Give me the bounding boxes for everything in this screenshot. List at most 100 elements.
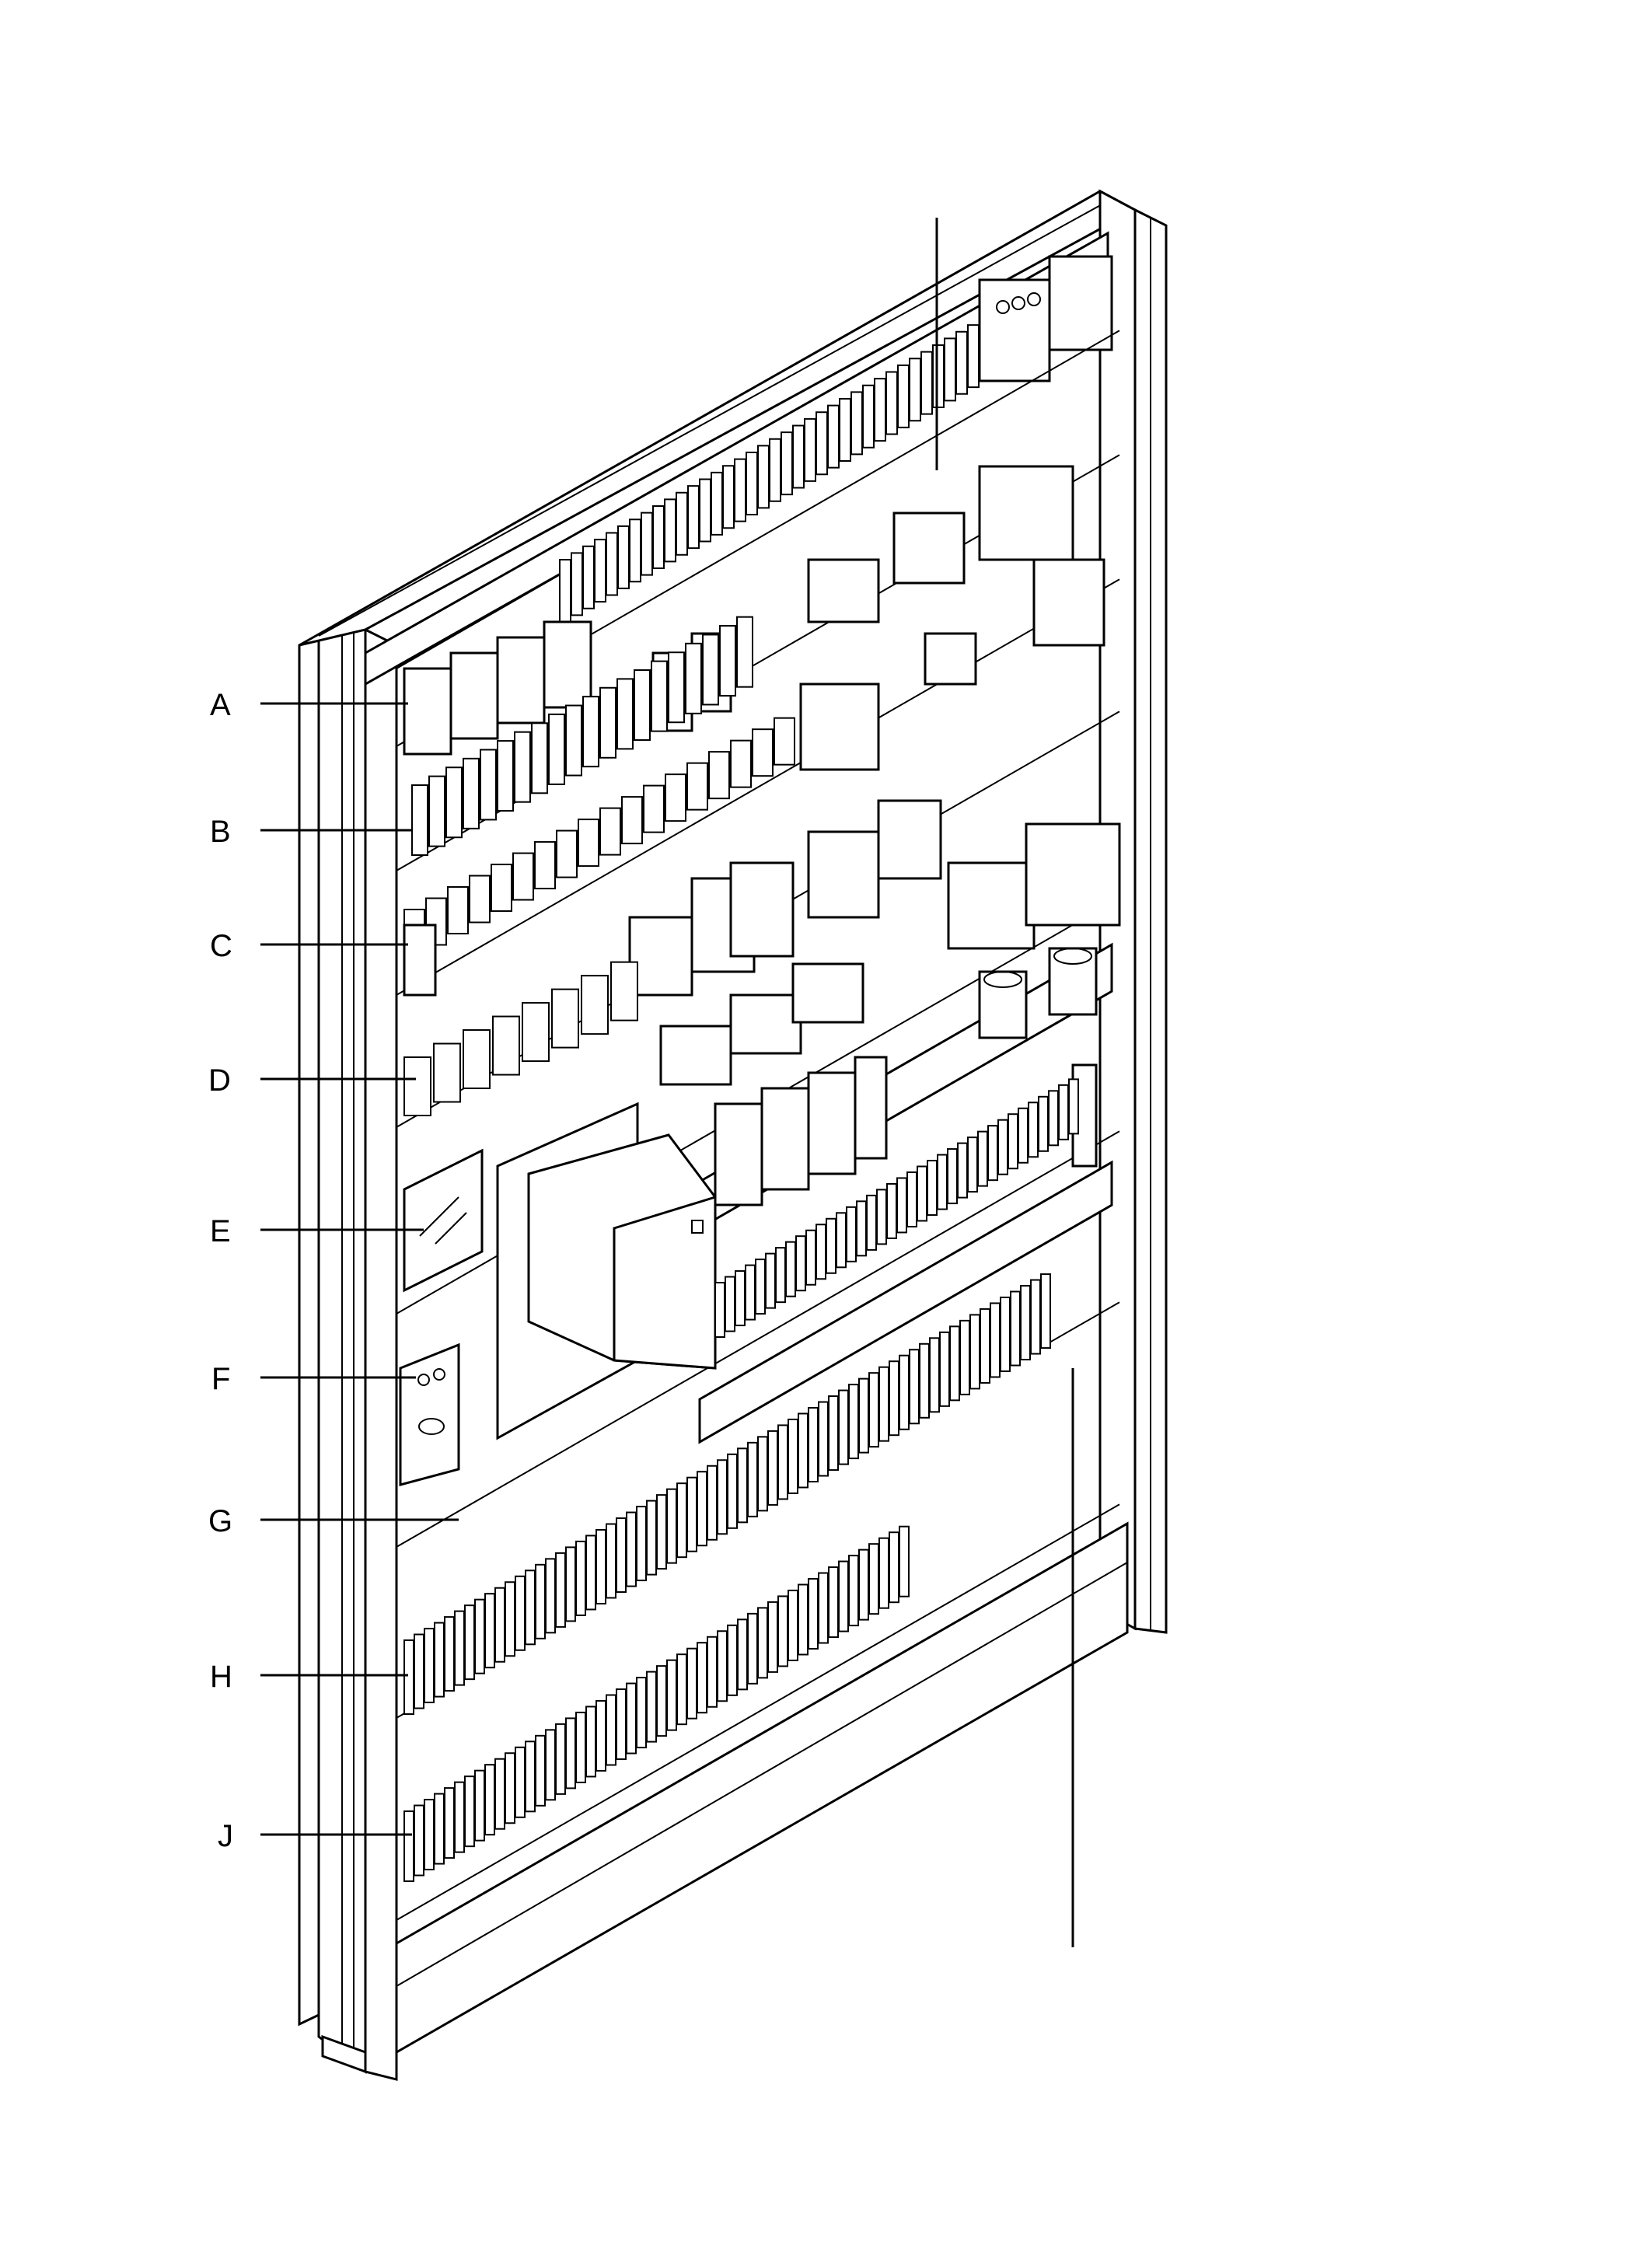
terminal-block [515, 1746, 526, 1818]
top-breaker-row [364, 231, 1113, 686]
terminal-block [990, 1302, 1001, 1378]
relay-module [491, 864, 512, 913]
terminal-block [828, 1395, 839, 1472]
breaker-module [920, 351, 933, 415]
terminal-block [646, 1500, 657, 1576]
relay-module [581, 975, 609, 1035]
relay-module [463, 1029, 491, 1090]
terminal-block [767, 1601, 778, 1673]
callout-j: J [218, 1819, 412, 1853]
relay-module [469, 875, 491, 924]
breaker-module [664, 498, 676, 563]
breaker-module [594, 539, 606, 603]
breaker-module [897, 364, 910, 428]
breaker-module [497, 740, 514, 812]
terminal-block [816, 1224, 826, 1280]
breaker-module [816, 411, 828, 476]
relay-module [433, 1042, 461, 1103]
terminal-block [977, 1130, 988, 1187]
relay-module [752, 728, 774, 777]
terminal-block [1040, 1273, 1051, 1349]
relay-module [708, 751, 730, 800]
terminal-block [717, 1459, 728, 1535]
terminal-block [997, 1119, 1008, 1175]
terminal-block [798, 1412, 809, 1489]
mounting-rail [396, 1130, 1120, 1548]
breaker-module [862, 384, 875, 449]
breaker-module [411, 784, 428, 856]
terminal-block [545, 1729, 556, 1801]
relay-module [492, 1015, 520, 1076]
terminal-block [525, 1569, 536, 1646]
terminal-block [848, 1384, 859, 1460]
relay-module [686, 762, 708, 811]
terminal-block [805, 1229, 816, 1286]
terminal-block [676, 1653, 687, 1726]
breaker-module [699, 478, 711, 543]
terminal-block [939, 1331, 950, 1407]
callout-label-g: G [208, 1504, 232, 1538]
relay-module [551, 988, 579, 1049]
terminal-block [798, 1583, 809, 1656]
terminal-block [788, 1589, 798, 1661]
breaker-module [559, 559, 571, 623]
callout-label-h: H [210, 1660, 232, 1694]
breaker-module [676, 491, 688, 556]
breaker-module [668, 651, 685, 724]
breaker-module [757, 445, 770, 509]
terminal-block [747, 1612, 758, 1685]
callout-label-j: J [218, 1819, 233, 1853]
terminal-block [646, 1671, 657, 1743]
row-h-terminals [403, 1273, 1051, 1715]
terminal-block [876, 1189, 887, 1245]
callout-f: F [211, 1362, 416, 1396]
relay-module [522, 1002, 550, 1063]
terminal-block [616, 1688, 627, 1761]
breaker-module [616, 678, 634, 750]
breaker-module [781, 431, 793, 496]
terminal-block [959, 1319, 970, 1395]
terminal-block [626, 1511, 637, 1587]
terminal-block [434, 1793, 445, 1865]
terminal-block [565, 1546, 576, 1622]
terminal-block [606, 1694, 616, 1766]
terminal-block [414, 1633, 424, 1709]
terminal-block [686, 1647, 697, 1720]
callout-a: A [210, 688, 408, 722]
terminal-block [555, 1723, 566, 1795]
row-e-devices [403, 1056, 1098, 1440]
callout-label-d: D [208, 1063, 231, 1098]
terminal-block [846, 1206, 857, 1262]
terminal-block [686, 1476, 697, 1552]
relay-module [665, 773, 686, 822]
breaker-module [839, 398, 851, 462]
terminal-block [434, 1622, 445, 1698]
breaker-module [641, 512, 653, 576]
terminal-block [535, 1563, 546, 1639]
terminal-block [403, 1810, 414, 1882]
terminal-block [505, 1581, 515, 1657]
terminal-block [725, 1276, 735, 1332]
terminal-block [575, 1711, 586, 1783]
terminal-block [484, 1764, 495, 1836]
terminal-block [1068, 1078, 1079, 1135]
terminal-block [909, 1349, 920, 1425]
breaker-module [548, 713, 565, 785]
terminal-block [868, 1372, 879, 1448]
terminal-block [755, 1259, 766, 1315]
terminal-block [1020, 1285, 1031, 1361]
breaker-module [746, 452, 758, 515]
relay-module [403, 1056, 431, 1116]
terminal-block [656, 1665, 667, 1737]
terminal-block [1028, 1102, 1039, 1158]
terminal-block [565, 1717, 576, 1789]
breaker-module [702, 634, 719, 706]
terminal-block [585, 1535, 596, 1611]
terminal-block [595, 1699, 606, 1772]
callout-e: E [210, 1214, 424, 1248]
breaker-module [967, 324, 980, 389]
terminal-block [949, 1325, 960, 1402]
breaker-module [514, 731, 531, 803]
terminal-block [545, 1558, 556, 1634]
